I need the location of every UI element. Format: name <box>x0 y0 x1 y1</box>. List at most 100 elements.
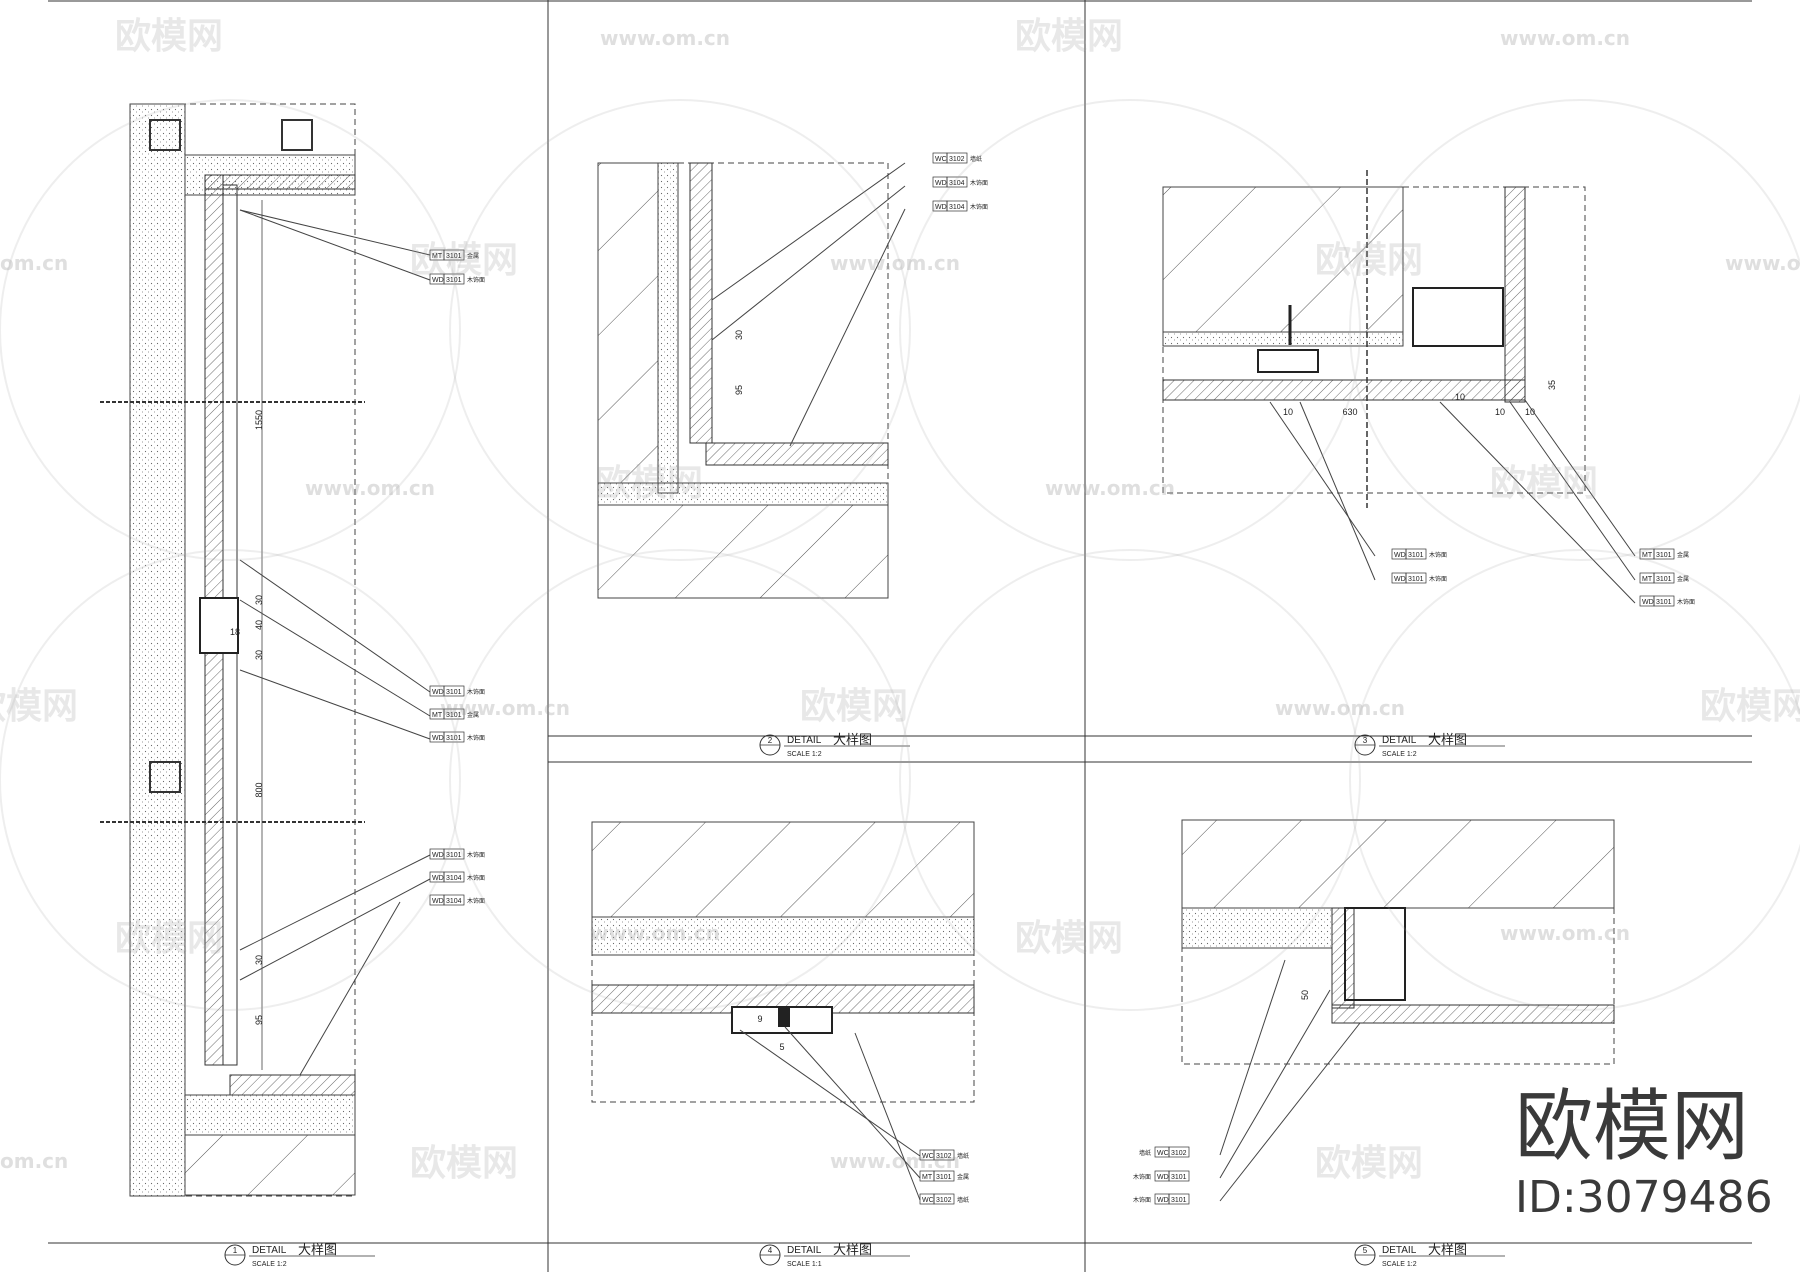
detail-3-drawing <box>1162 170 1636 604</box>
tag-num-box <box>1168 1170 1190 1182</box>
watermark-brand: 欧模网 <box>1015 918 1123 959</box>
tag-number: 3101 <box>446 277 462 284</box>
watermark-arc <box>899 99 1361 561</box>
watermark-layer: 欧模网欧模网欧模网欧模网欧模网欧模网欧模网欧模网欧模网欧模网欧模网欧模网欧模网w… <box>0 16 1800 1184</box>
detail-label: DETAIL <box>1382 1245 1417 1256</box>
watermark-brand: 欧模网 <box>410 1143 518 1184</box>
tag-code: WD <box>432 689 444 696</box>
tag-number: 3102 <box>949 156 965 163</box>
detail-4-drawing <box>591 821 975 1201</box>
dimension-value: 10 <box>1495 407 1505 417</box>
detail-label: DETAIL <box>252 1245 287 1256</box>
watermark-brand: 欧模网 <box>1490 463 1598 504</box>
tag-code: MT <box>922 1174 933 1181</box>
detail-title: 大样图 <box>1428 732 1467 747</box>
tag-code: WC <box>935 156 947 163</box>
dimension-value: 10 <box>1455 392 1465 402</box>
dimension-value: 5 <box>779 1042 784 1052</box>
dimension-value: 10 <box>1283 407 1293 417</box>
tag-num-box <box>933 1149 955 1161</box>
watermark-arc <box>449 549 911 1011</box>
tag-note: 墙纸 <box>957 1152 969 1160</box>
detail-5-drawing <box>1181 819 1615 1202</box>
tag-note: 金属 <box>957 1173 969 1181</box>
watermark-site: www.om.cn <box>1500 26 1630 50</box>
tag-num-box <box>1168 1146 1190 1158</box>
brand-name: 欧模网 <box>1515 1082 1750 1172</box>
detail-title: 大样图 <box>833 1242 872 1257</box>
watermark-site: www.om.cn <box>590 921 720 945</box>
tag-note: 金属 <box>467 711 479 719</box>
detail-label: DETAIL <box>1382 735 1417 746</box>
tag-number: 3101 <box>1171 1174 1187 1181</box>
tag-code: WD <box>1642 599 1654 606</box>
tag-num-box <box>443 249 465 261</box>
watermark-site: www.om.cn <box>1275 696 1405 720</box>
watermark-brand: 欧模网 <box>800 686 908 727</box>
watermark-site: www.om.cn <box>830 1149 960 1173</box>
watermark-site: www.om.cn <box>305 476 435 500</box>
tag-num-box <box>933 1170 955 1182</box>
tag-code: WD <box>432 735 444 742</box>
watermark-brand: 欧模网 <box>1315 240 1423 281</box>
dimension-value: 30 <box>734 330 744 340</box>
tag-code: WC <box>922 1153 934 1160</box>
dimension-value: 1550 <box>254 410 264 430</box>
tag-note: 木饰面 <box>970 203 988 211</box>
tag-number: 3101 <box>446 712 462 719</box>
tag-note: 金属 <box>467 252 479 260</box>
detail-number: 1 <box>233 1246 238 1255</box>
tag-number: 3101 <box>936 1174 952 1181</box>
dimension-value: 95 <box>254 1015 264 1025</box>
sheet-frame <box>48 0 1752 1272</box>
dimension-value: 10 <box>1525 407 1535 417</box>
tag-number: 3101 <box>446 253 462 260</box>
tag-num-box <box>946 200 968 212</box>
tag-code: MT <box>1642 552 1653 559</box>
watermark-site: www.om.cn <box>1045 476 1175 500</box>
tag-note: 木饰面 <box>467 276 485 284</box>
dimension-value: 30 <box>254 650 264 660</box>
tag-note: 木饰面 <box>1133 1196 1151 1204</box>
tag-number: 3101 <box>1656 576 1672 583</box>
dimension-value: 30 <box>254 955 264 965</box>
tag-num-box <box>443 685 465 697</box>
watermark-brand: 欧模网 <box>115 16 223 57</box>
watermark-site: www.om.cn <box>600 26 730 50</box>
tag-number: 3104 <box>949 180 965 187</box>
watermark-arc <box>1349 549 1800 1011</box>
watermark-site-fragment: om.cn <box>0 251 68 275</box>
watermark-arc <box>0 99 461 561</box>
watermark-arc <box>1349 99 1800 561</box>
detail-number: 4 <box>768 1246 773 1255</box>
tag-number: 3104 <box>949 204 965 211</box>
watermark-brand: 欧模网 <box>595 463 703 504</box>
tag-note: 木饰面 <box>467 688 485 696</box>
dimension-value: 50 <box>1300 990 1310 1000</box>
watermark-arc <box>0 549 461 1011</box>
tag-number: 3101 <box>1656 599 1672 606</box>
dimension-value: 95 <box>734 385 744 395</box>
detail-label: DETAIL <box>787 735 822 746</box>
watermark-arc <box>899 549 1361 1011</box>
tag-code: WD <box>935 180 947 187</box>
tag-num-box <box>946 176 968 188</box>
tag-code: MT <box>432 253 443 260</box>
